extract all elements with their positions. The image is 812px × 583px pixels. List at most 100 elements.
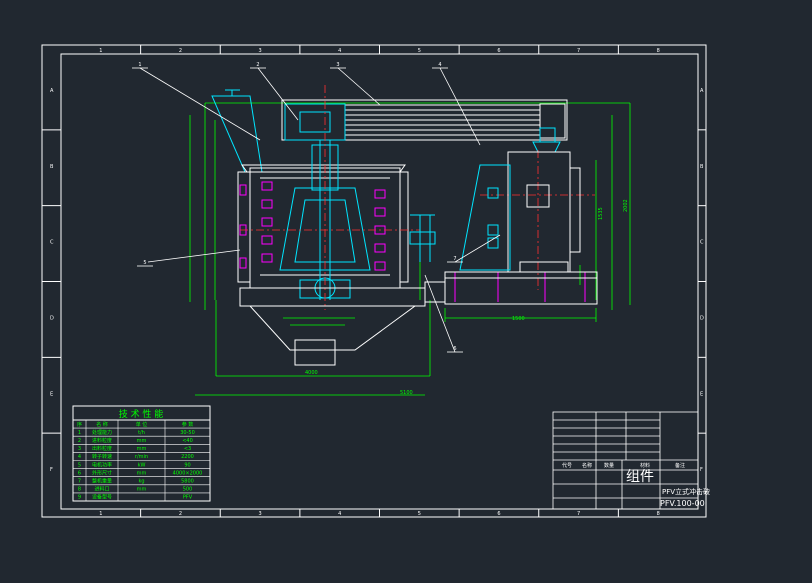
svg-text:7: 7 — [453, 256, 456, 262]
title-block-headers: 代号 名称 数量 材料 备注 — [562, 462, 685, 469]
spec-cell: 转子转速 — [92, 453, 112, 460]
spec-cell: 整机重量 — [92, 478, 112, 485]
zone-marker-right: D — [700, 315, 704, 321]
balloon-6: 6 — [447, 346, 463, 353]
spec-header-cell: 参 数 — [182, 421, 194, 428]
spec-cell: 9 — [78, 495, 81, 501]
zone-marker-left: F — [50, 467, 53, 473]
title-col-header: 名称 — [582, 462, 592, 469]
spec-cell: 进料口 — [94, 486, 109, 493]
spec-cell: 进料粒度 — [92, 437, 112, 444]
zone-marker-right: F — [700, 467, 703, 473]
zone-marker-right: B — [700, 164, 704, 170]
spec-cell: 出料粒度 — [92, 445, 112, 452]
spec-cell: r/min — [135, 454, 148, 460]
spec-cell: t/h — [138, 430, 145, 436]
part-balloons: 1 2 3 4 5 6 7 — [132, 62, 463, 353]
zone-marker-top: 4 — [338, 48, 341, 54]
title-col-header: 材料 — [640, 462, 650, 469]
belt-guard — [281, 99, 568, 141]
spec-cell: 处理能力 — [92, 429, 112, 436]
zone-marker-bottom: 6 — [497, 511, 500, 517]
title-col-header: 代号 — [562, 462, 572, 469]
spec-cell: 5800 — [181, 479, 194, 485]
zone-marker-right: E — [700, 391, 703, 397]
spec-cell: 500 — [183, 487, 193, 493]
spec-cell: mm — [137, 438, 147, 444]
zone-marker-left: B — [50, 164, 54, 170]
title-subtitle: PFV立式冲击破 — [662, 487, 710, 496]
wear-liners — [239, 181, 586, 302]
spec-cell: kW — [138, 462, 146, 468]
spec-cell: mm — [137, 470, 147, 476]
zone-marker-left: A — [50, 88, 54, 94]
balloon-2: 2 — [250, 62, 266, 69]
svg-text:6: 6 — [453, 346, 456, 352]
balloon-5: 5 — [137, 260, 153, 267]
spec-cell: 4000×2000 — [173, 470, 203, 476]
spec-cell: PFV — [183, 495, 193, 501]
spec-cell: 6 — [78, 470, 81, 476]
balloon-3: 3 — [330, 62, 346, 69]
zone-marker-left: C — [50, 240, 54, 246]
spec-cell: kg — [138, 479, 144, 485]
zone-marker-right: A — [700, 88, 704, 94]
zone-marker-left: E — [50, 391, 53, 397]
feed-hopper — [211, 89, 263, 173]
motor-bracket — [409, 164, 511, 271]
dimension-lines — [189, 102, 631, 396]
title-col-header: 数量 — [604, 462, 614, 469]
zone-marker-top: 1 — [99, 48, 102, 54]
zone-marker-bottom: 7 — [577, 511, 580, 517]
spec-cell: 设备型号 — [92, 494, 112, 501]
zone-marker-bottom: 8 — [657, 511, 660, 517]
zone-marker-left: D — [50, 315, 54, 321]
dim-overall-width: 5100 — [400, 390, 413, 396]
spec-cell: mm — [137, 446, 147, 452]
left-zone-markers: A A B B C C D D E E F F — [42, 88, 706, 473]
inner-border — [60, 53, 699, 510]
zone-marker-bottom: 5 — [418, 511, 421, 517]
discharge-chute — [239, 287, 426, 366]
spec-cell: 8 — [78, 487, 81, 493]
spec-header-cell: 单 位 — [136, 421, 148, 428]
spec-cell: mm — [137, 487, 147, 493]
dim-motor-width: 1500 — [512, 316, 525, 322]
spec-cell: 1 — [78, 430, 81, 436]
balloon-7: 7 — [447, 256, 463, 263]
spec-cell: 3 — [78, 446, 81, 452]
dim-frame-height: 2002 — [623, 199, 629, 212]
zone-marker-bottom: 3 — [258, 511, 261, 517]
spec-cell: 30-50 — [180, 430, 195, 436]
spec-header-cell: 序 — [77, 421, 82, 428]
spec-cell: <40 — [182, 438, 193, 444]
leader-lines — [139, 67, 501, 353]
zone-marker-top: 6 — [497, 48, 500, 54]
drawing-number: PFV.100-00 — [660, 499, 705, 508]
dim-base-width: 4000 — [305, 370, 318, 376]
dimension-texts: 5100 4000 1535 2002 1500 — [305, 199, 629, 396]
title-col-header: 备注 — [675, 462, 685, 469]
spec-cell: 2 — [78, 438, 81, 444]
zone-marker-top: 5 — [418, 48, 421, 54]
zone-marker-bottom: 2 — [179, 511, 182, 517]
svg-text:5: 5 — [143, 260, 146, 266]
spec-cell: 2200 — [181, 454, 194, 460]
motor-base — [424, 271, 598, 305]
svg-text:4: 4 — [438, 62, 441, 68]
spec-cell: 7 — [78, 479, 81, 485]
drive-pulley — [284, 103, 561, 153]
title-block — [552, 411, 699, 510]
balloon-4: 4 — [432, 62, 448, 69]
balloon-1: 1 — [132, 62, 148, 69]
zone-marker-right: C — [700, 240, 704, 246]
spec-header-cell: 名 称 — [96, 421, 108, 428]
spec-cell: <3 — [184, 446, 191, 452]
spec-cell: 外形尺寸 — [92, 469, 112, 476]
crusher-assembly — [139, 67, 631, 396]
svg-text:1: 1 — [138, 62, 141, 68]
spec-cell: 电机功率 — [92, 461, 112, 468]
